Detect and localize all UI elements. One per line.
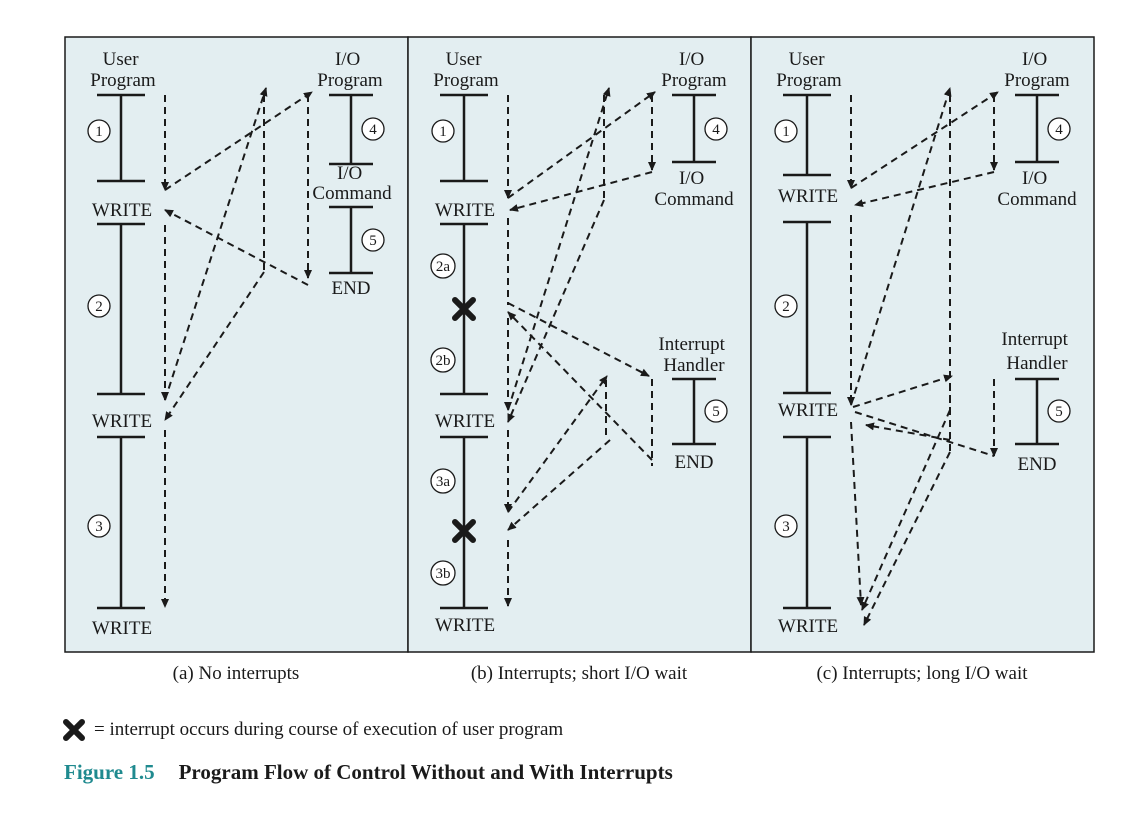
panel-b-write-3: WRITE <box>435 615 495 636</box>
svg-text:5: 5 <box>369 233 377 249</box>
svg-text:2: 2 <box>95 299 103 315</box>
svg-text:2a: 2a <box>436 259 451 275</box>
svg-text:4: 4 <box>1055 122 1063 138</box>
panel-c-step-1: 1 <box>774 119 798 143</box>
panel-a-io-command-label: I/O Command <box>312 163 392 204</box>
panel-a-step-2: 2 <box>87 294 111 318</box>
panel-b-user-program-label: User Program <box>433 49 499 91</box>
svg-text:3a: 3a <box>436 474 451 490</box>
svg-text:1: 1 <box>95 124 103 140</box>
svg-text:4: 4 <box>712 122 720 138</box>
panel-c-interrupt-handler-label: Interrupt Handler <box>1001 329 1072 374</box>
panel-b-handler-timeline <box>672 377 716 446</box>
panel-b-flow-arrows <box>504 87 656 607</box>
panel-a-user-program-label: User Program <box>90 49 156 91</box>
panel-a-flow-arrows <box>161 87 313 608</box>
figure-number: Figure 1.5 <box>64 760 155 784</box>
panel-b: User Program I/O Program WRITE WRITE WRI… <box>407 36 752 653</box>
cross-x-icon <box>63 719 85 741</box>
panel-b-io-timeline <box>672 93 716 164</box>
panel-c-io-timeline <box>1015 93 1059 164</box>
svg-text:1: 1 <box>782 124 790 140</box>
panel-b-step-4: 4 <box>704 117 728 141</box>
panel-a-background <box>64 36 409 653</box>
panel-b-step-1: 1 <box>431 119 455 143</box>
panel-c-io-command-label: I/O Command <box>997 168 1077 210</box>
panel-c-step-4: 4 <box>1047 117 1071 141</box>
panel-b-interrupt-mark-1 <box>452 297 476 321</box>
caption-b: (b) Interrupts; short I/O wait <box>470 663 688 684</box>
panel-c-io-program-label: I/O Program <box>1004 49 1070 91</box>
svg-text:3: 3 <box>782 519 790 535</box>
panel-b-step-3a: 3a <box>430 468 456 494</box>
panel-b-end-label: END <box>674 452 713 473</box>
panel-c-step-3: 3 <box>774 514 798 538</box>
panel-c-write-3: WRITE <box>778 616 838 637</box>
svg-text:3b: 3b <box>436 566 451 582</box>
panel-b-user-timeline <box>440 93 488 610</box>
panel-a-io-timeline <box>329 93 373 275</box>
panel-b-write-2: WRITE <box>435 411 495 432</box>
panel-b-io-command-label: I/O Command <box>654 168 734 210</box>
panel-b-interrupt-mark-2 <box>452 519 476 543</box>
figure-title-text: Program Flow of Control Without and With… <box>178 760 673 784</box>
panel-b-step-3b: 3b <box>430 560 456 586</box>
svg-text:4: 4 <box>369 122 377 138</box>
caption-a: (a) No interrupts <box>172 663 300 684</box>
panel-a-user-timeline <box>97 93 145 610</box>
panel-c-write-1: WRITE <box>778 186 838 207</box>
legend-text: = interrupt occurs during course of exec… <box>94 719 564 740</box>
panel-b-write-1: WRITE <box>435 200 495 221</box>
panel-a-step-5: 5 <box>361 228 385 252</box>
panel-c-user-timeline <box>783 93 831 610</box>
panel-c-handler-timeline <box>1015 377 1059 446</box>
panel-b-step-2b: 2b <box>430 347 456 373</box>
panel-c-step-5: 5 <box>1047 399 1071 423</box>
svg-text:1: 1 <box>439 124 447 140</box>
panel-b-step-5: 5 <box>704 399 728 423</box>
panel-c: User Program I/O Program WRITE WRITE WRI… <box>750 36 1095 653</box>
svg-text:3: 3 <box>95 519 103 535</box>
program-flow-diagram: User Program I/O Program WRITE WRITE WRI… <box>64 36 1095 653</box>
panel-b-step-2a: 2a <box>430 253 456 279</box>
panel-a-io-program-label: I/O Program <box>317 49 383 91</box>
panel-a-write-1: WRITE <box>92 200 152 221</box>
caption-c: (c) Interrupts; long I/O wait <box>816 663 1028 684</box>
panel-a: User Program I/O Program WRITE WRITE WRI… <box>64 36 409 653</box>
panel-b-interrupt-handler-label: Interrupt Handler <box>658 334 729 376</box>
svg-text:5: 5 <box>1055 404 1063 420</box>
panel-a-step-4: 4 <box>361 117 385 141</box>
panel-c-write-2: WRITE <box>778 400 838 421</box>
panel-c-end-label: END <box>1017 454 1056 475</box>
svg-text:2b: 2b <box>436 353 451 369</box>
svg-text:2: 2 <box>782 299 790 315</box>
panel-a-step-3: 3 <box>87 514 111 538</box>
panel-a-write-2: WRITE <box>92 411 152 432</box>
panel-b-io-program-label: I/O Program <box>661 49 727 91</box>
panel-a-step-1: 1 <box>87 119 111 143</box>
panel-c-flow-arrows <box>847 87 999 626</box>
panel-a-write-3: WRITE <box>92 618 152 639</box>
svg-text:5: 5 <box>712 404 720 420</box>
panel-c-user-program-label: User Program <box>776 49 842 91</box>
legend: = interrupt occurs during course of exec… <box>62 718 563 742</box>
panel-c-step-2: 2 <box>774 294 798 318</box>
panel-a-end-label: END <box>331 278 370 299</box>
figure-caption: Figure 1.5 Program Flow of Control Withou… <box>64 760 673 785</box>
